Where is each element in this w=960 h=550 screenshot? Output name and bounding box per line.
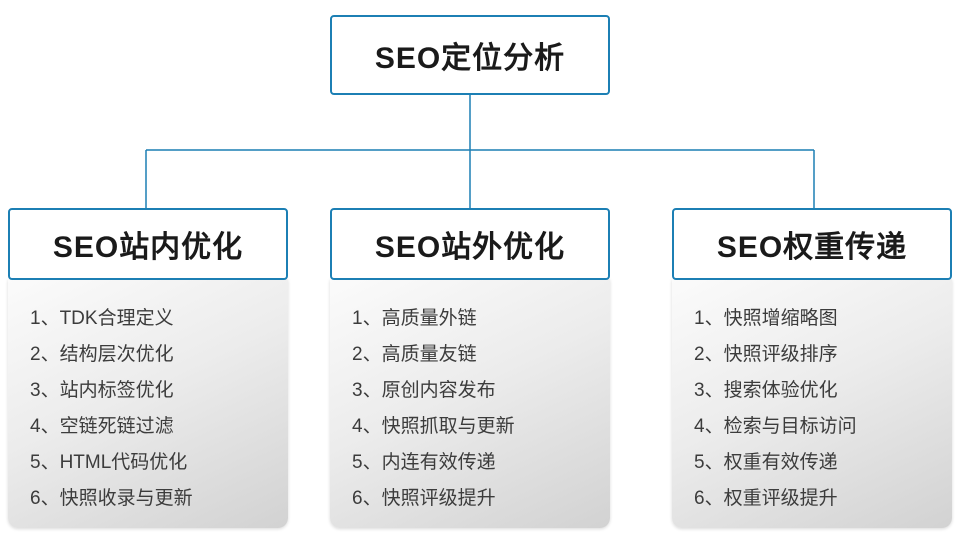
list-item: 6、快照评级提升 (352, 488, 496, 509)
list-item: 5、HTML代码优化 (30, 452, 188, 473)
list-panel-weight: 1、快照增缩略图 2、快照评级排序 3、搜索体验优化 4、检索与目标访问 5、权… (672, 279, 952, 528)
list-item: 2、高质量友链 (352, 344, 477, 365)
list-item: 4、空链死链过滤 (30, 416, 174, 437)
list-item: 4、检索与目标访问 (694, 416, 857, 437)
column-header-title: SEO站外优化 (374, 231, 566, 264)
list-item: 1、高质量外链 (352, 308, 477, 329)
list-item: 3、搜索体验优化 (694, 380, 838, 401)
root-node-title: SEO定位分析 (374, 42, 566, 75)
column-header-title: SEO权重传递 (716, 231, 908, 264)
list-item: 4、快照抓取与更新 (352, 416, 515, 437)
list-item: 6、快照收录与更新 (30, 488, 193, 509)
list-panel-offsite: 1、高质量外链 2、高质量友链 3、原创内容发布 4、快照抓取与更新 5、内连有… (330, 279, 610, 528)
column-header-onsite: SEO站内优化 (8, 208, 288, 280)
list-item: 5、权重有效传递 (694, 452, 838, 473)
list-item: 5、内连有效传递 (352, 452, 496, 473)
root-node: SEO定位分析 (330, 15, 610, 95)
list-item: 6、权重评级提升 (694, 488, 838, 509)
list-item: 1、快照增缩略图 (694, 308, 838, 329)
column-header-offsite: SEO站外优化 (330, 208, 610, 280)
list-item: 1、TDK合理定义 (30, 308, 174, 329)
column-header-weight: SEO权重传递 (672, 208, 952, 280)
list-item: 3、站内标签优化 (30, 380, 174, 401)
list-item: 2、快照评级排序 (694, 344, 838, 365)
list-item: 2、结构层次优化 (30, 344, 174, 365)
list-panel-onsite: 1、TDK合理定义 2、结构层次优化 3、站内标签优化 4、空链死链过滤 5、H… (8, 279, 288, 528)
column-header-title: SEO站内优化 (52, 231, 244, 264)
list-item: 3、原创内容发布 (352, 380, 496, 401)
